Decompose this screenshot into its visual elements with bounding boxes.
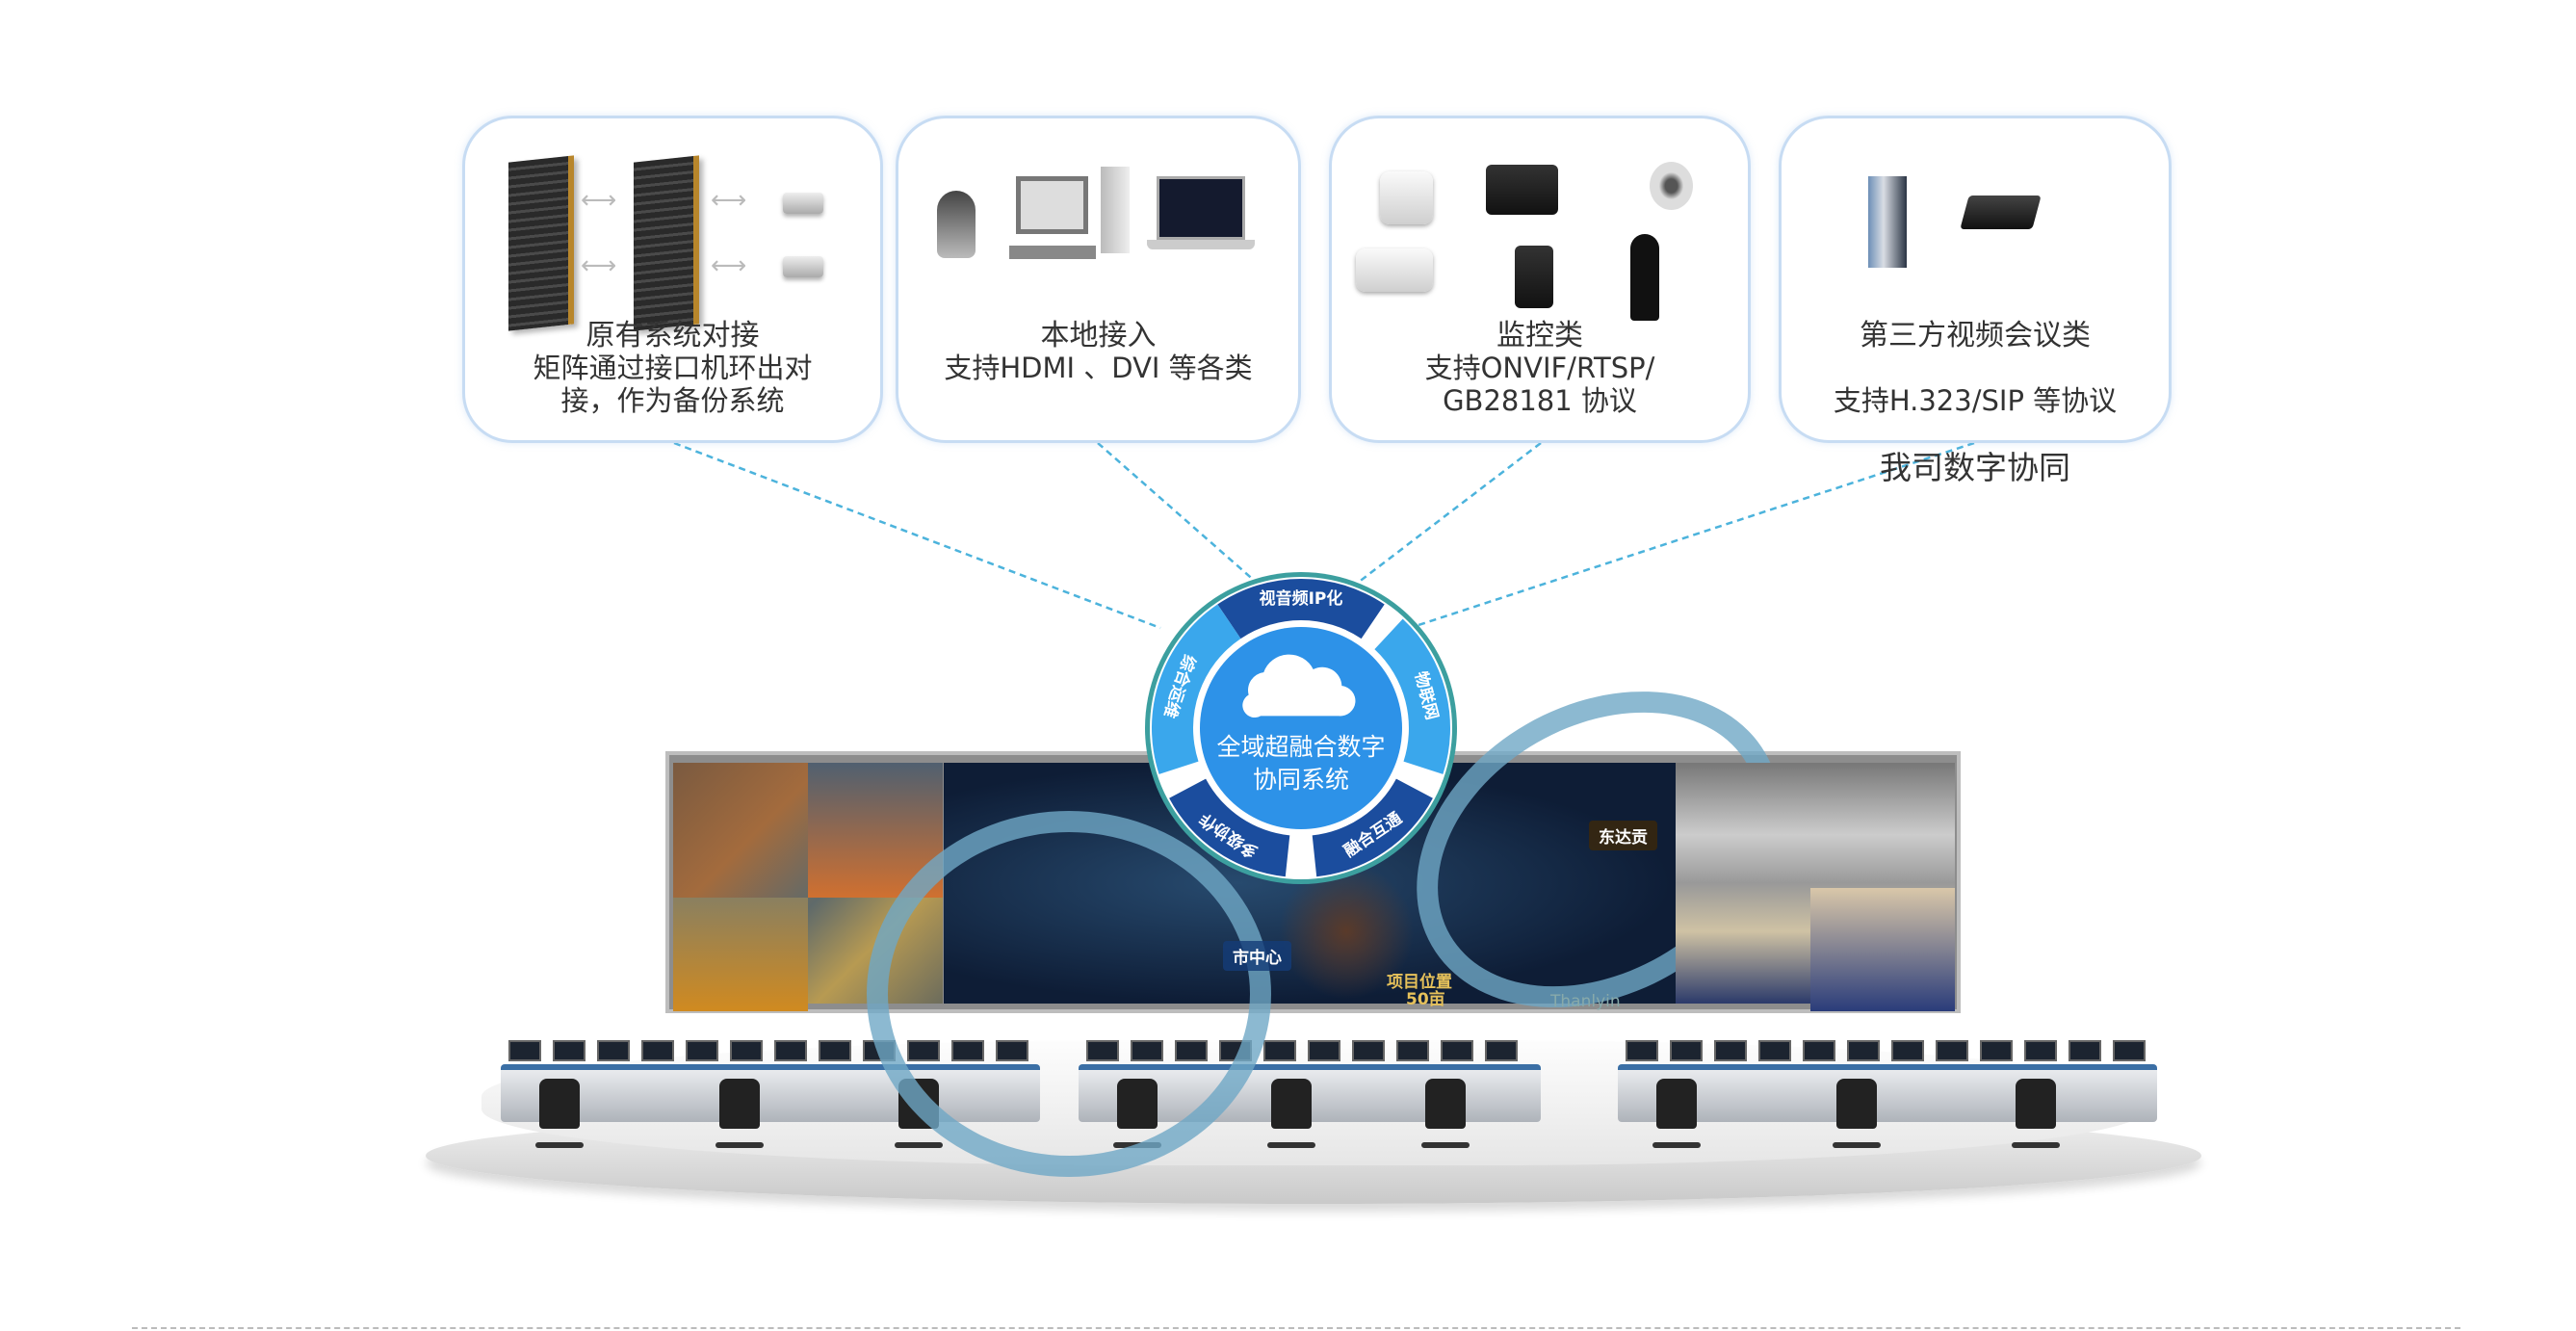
monitor-icon: [1980, 1040, 2013, 1061]
bullet-camera-icon: [1356, 248, 1433, 292]
card-local-access: 本地接入 支持HDMI 、DVI 等各类: [896, 116, 1301, 443]
matrix-racks-image: ⟷ ⟷ ⟷ ⟷: [465, 138, 880, 340]
monitor-icon: [1803, 1040, 1835, 1061]
arrow-icon: ⟷: [581, 251, 617, 280]
surveillance-devices-image: [1332, 138, 1748, 340]
card-video-conference: 第三方视频会议类 支持H.323/SIP 等协议 我司数字协同: [1779, 116, 2172, 486]
card-title: 第三方视频会议类: [1860, 319, 2091, 352]
card-description: 支持H.323/SIP 等协议: [1833, 384, 2118, 417]
console-desk: [1618, 1064, 2157, 1122]
card-description: 支持HDMI 、DVI 等各类: [944, 352, 1253, 384]
server-rack-icon: [508, 155, 574, 331]
mcu-chassis-icon: [1868, 176, 1907, 268]
monitor-icon: [774, 1040, 807, 1061]
monitor-icon: [1485, 1040, 1518, 1061]
bottom-divider: [132, 1327, 2460, 1329]
monitor-icon: [1936, 1040, 1968, 1061]
card-description: 矩阵通过接口机环出对 接，作为备份系统: [533, 352, 813, 417]
monitor-icon: [1847, 1040, 1880, 1061]
conference-devices-image: [1782, 138, 2169, 340]
map-label: 东达贡: [1589, 821, 1657, 850]
connector-line: [673, 441, 1161, 630]
card-surveillance: 监控类 支持ONVIF/RTSP/ GB28181 协议: [1329, 116, 1751, 443]
rescue-team-photo: [1810, 888, 1955, 1011]
chair-icon: [2012, 1079, 2061, 1148]
connector-line: [1357, 442, 1542, 584]
terminal-icon: [1960, 196, 2042, 229]
building-photo-panel: [1676, 763, 1955, 1011]
hub-title-line1: 全域超融合数字: [1216, 733, 1385, 761]
monitor-icon: [1263, 1040, 1296, 1061]
card-title: 原有系统对接: [585, 319, 760, 352]
hub-segment: [1152, 604, 1241, 774]
monitor-icon: [2024, 1040, 2057, 1061]
monitor-icon: [508, 1040, 541, 1061]
cloud-icon: [1242, 654, 1356, 718]
monitor-icon: [819, 1040, 851, 1061]
interface-box-icon: [783, 193, 823, 214]
map-label: 项目位置: [1387, 973, 1452, 992]
monitor-icon: [2069, 1040, 2101, 1061]
chair-icon: [1421, 1079, 1470, 1148]
monitor-icon: [1016, 176, 1088, 234]
excavator-photo: [673, 898, 808, 1011]
ptz-camera-icon: [937, 191, 976, 258]
monitor-icon: [1758, 1040, 1791, 1061]
monitor-icon: [686, 1040, 718, 1061]
chair-icon: [1267, 1079, 1315, 1148]
nvr-icon: [1486, 165, 1558, 215]
chair-icon: [715, 1079, 764, 1148]
map-label: 50亩: [1406, 990, 1445, 1009]
chair-icon: [1832, 1079, 1881, 1148]
monitor-icon: [1670, 1040, 1703, 1061]
card-title: 本地接入: [1040, 319, 1157, 352]
arrow-icon: ⟷: [711, 251, 747, 280]
chair-icon: [1652, 1079, 1701, 1148]
monitor-icon: [1308, 1040, 1340, 1061]
bullet-camera-icon: [1380, 171, 1433, 224]
dome-cover-icon: [1630, 234, 1659, 321]
server-rack-icon: [634, 155, 699, 331]
connector-line: [1415, 441, 1975, 628]
hub-segment: [1312, 778, 1433, 877]
monitor-icon: [1441, 1040, 1473, 1061]
monitor-icon: [1714, 1040, 1747, 1061]
pc-tower-icon: [1101, 167, 1130, 253]
monitor-icon: [1396, 1040, 1429, 1061]
laptop-base: [1147, 240, 1255, 249]
monitor-icon: [641, 1040, 674, 1061]
chair-icon: [535, 1079, 584, 1148]
interface-box-icon: [783, 256, 823, 277]
map-label: Thanlyin: [1550, 992, 1621, 1011]
card-description: 支持ONVIF/RTSP/ GB28181 协议: [1424, 352, 1655, 417]
hub-segment: [1169, 778, 1290, 877]
map-label: 市中心: [1223, 941, 1291, 971]
card-description-group: 支持H.323/SIP 等协议 我司数字协同: [1801, 352, 2149, 519]
monitor-icon: [1352, 1040, 1385, 1061]
local-devices-image: [898, 138, 1298, 340]
monitor-icon: [2113, 1040, 2146, 1061]
card-title: 监控类: [1496, 319, 1583, 352]
laptop-icon: [1157, 176, 1245, 240]
monitor-icon: [553, 1040, 585, 1061]
connector-line: [1097, 442, 1258, 584]
card-legacy-system: ⟷ ⟷ ⟷ ⟷ 原有系统对接 矩阵通过接口机环出对 接，作为备份系统: [462, 116, 883, 443]
hub-title-line2: 协同系统: [1253, 766, 1349, 794]
keyboard-icon: [1009, 246, 1096, 259]
hub-segment: [1217, 578, 1385, 639]
dome-camera-icon: [1650, 162, 1693, 210]
hub-center: [1200, 627, 1402, 829]
monitor-icon: [730, 1040, 763, 1061]
card-description-extra: 我司数字协同: [1880, 449, 2070, 486]
arrow-icon: ⟷: [581, 186, 617, 215]
monitor-icon: [1891, 1040, 1924, 1061]
hub-segment: [1374, 618, 1450, 774]
hub-segment-label: 视音频IP化: [1260, 588, 1343, 609]
arrow-icon: ⟷: [711, 186, 747, 215]
monitor-icon: [1626, 1040, 1658, 1061]
monitor-icon: [597, 1040, 630, 1061]
body-camera-icon: [1515, 246, 1553, 308]
